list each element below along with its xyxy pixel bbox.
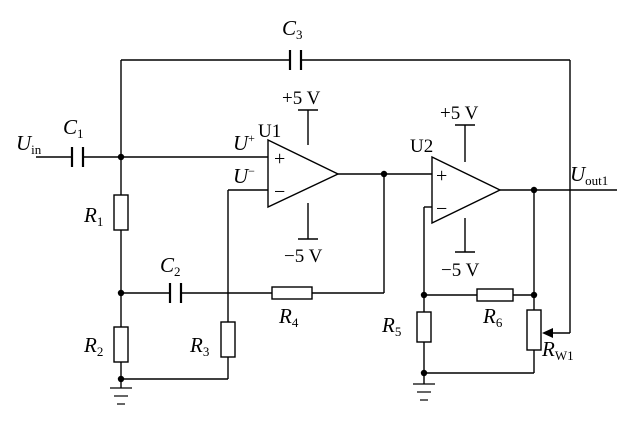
resistor-r1 — [113, 194, 129, 231]
u1-plus-sign: + — [274, 148, 285, 170]
capacitor-c3 — [288, 50, 303, 70]
r5-label: R5 — [381, 313, 401, 339]
u2-plus-sign: + — [436, 165, 447, 187]
input-label: Uin — [16, 131, 42, 157]
wires — [36, 59, 617, 388]
u1-label: U1 — [258, 121, 281, 142]
u1-supply-positive: +5 V — [282, 88, 321, 109]
u2-supply-positive: +5 V — [440, 103, 479, 124]
u2-supply-negative: −5 V — [441, 260, 480, 281]
u2-minus-sign: − — [436, 198, 447, 220]
resistor-r2 — [113, 326, 129, 363]
ground-symbol-right — [413, 383, 435, 401]
r1-label: R1 — [83, 203, 103, 229]
resistor-r6 — [476, 288, 514, 302]
u1-supply-negative: −5 V — [284, 246, 323, 267]
u1-minus-sign: − — [274, 181, 285, 203]
opamp-u2: + − — [431, 155, 502, 225]
r2-label: R2 — [83, 333, 103, 359]
c1-label: C1 — [63, 115, 84, 141]
r3-label: R3 — [189, 333, 209, 359]
junction-dots — [117, 153, 538, 383]
c2-label: C2 — [160, 253, 181, 279]
r6-label: R6 — [482, 304, 503, 330]
r4-label: R4 — [278, 304, 299, 330]
opamp-u1: + − — [267, 138, 340, 209]
ground-symbol-left — [110, 387, 132, 405]
u-minus-label: U− — [233, 164, 255, 188]
resistor-r4 — [271, 286, 313, 300]
rw1-label: RW1 — [541, 337, 574, 363]
output-label: Uout1 — [570, 162, 608, 188]
c3-label: C3 — [282, 16, 303, 42]
resistor-r3 — [220, 321, 236, 358]
u-plus-label: U+ — [233, 131, 255, 155]
resistor-r5 — [416, 311, 432, 343]
u2-label: U2 — [410, 136, 433, 157]
capacitor-c2 — [168, 283, 183, 303]
potentiometer-rw1 — [526, 309, 570, 351]
capacitor-c1 — [70, 147, 85, 167]
